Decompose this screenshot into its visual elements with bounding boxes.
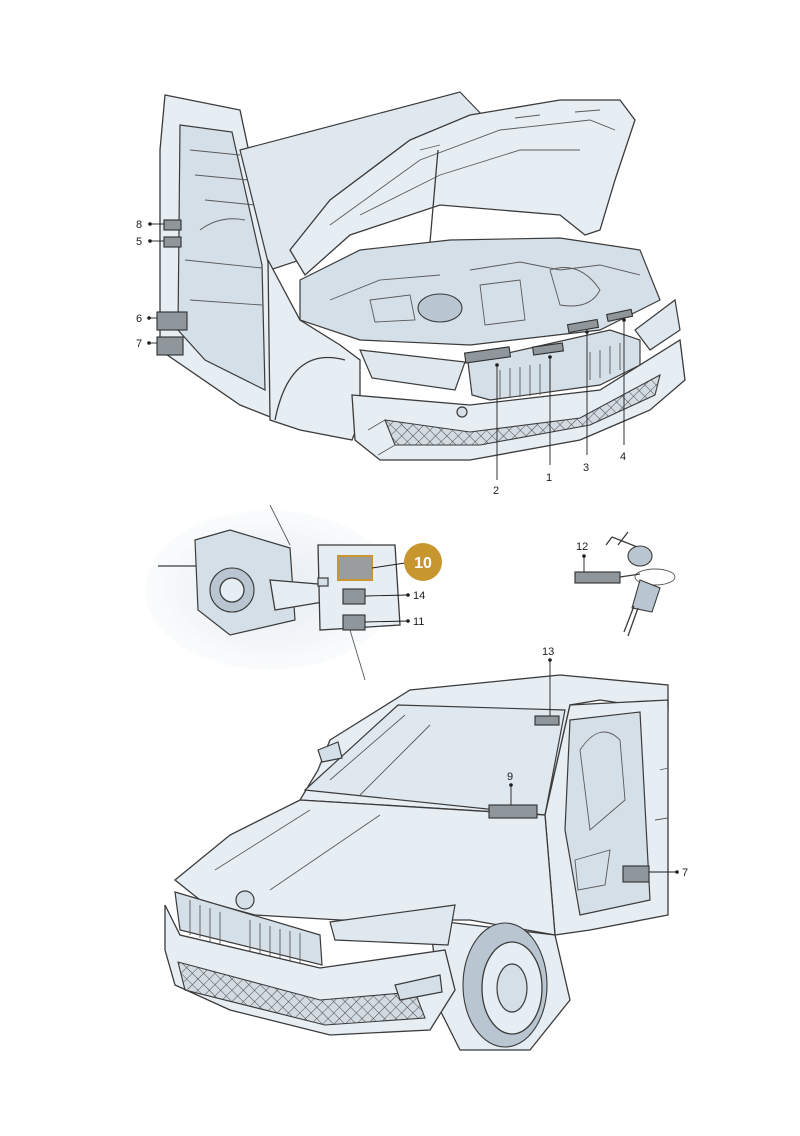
callout-7-body: 7 [682, 867, 688, 879]
fuel-flap-view: 10 14 11 [145, 504, 442, 681]
callout-10: 10 [414, 555, 432, 572]
label-4 [605, 308, 634, 323]
keys-view: 12 [574, 531, 676, 637]
label-9 [488, 804, 538, 819]
callout-7-door: 7 [136, 338, 142, 350]
callout-9: 9 [507, 771, 513, 783]
callout-11: 11 [413, 616, 424, 628]
label-7a [156, 336, 184, 356]
label-12 [574, 571, 621, 584]
callout-8: 8 [136, 219, 142, 231]
label-11 [342, 614, 366, 631]
label-8 [163, 219, 182, 231]
label-3 [566, 318, 600, 334]
callout-14: 14 [413, 590, 425, 602]
label-14 [342, 588, 366, 605]
label-13 [534, 715, 560, 726]
car-front-view: 13 9 7 [164, 646, 688, 1051]
callout-10-badge [404, 543, 442, 581]
callout-2: 2 [493, 485, 499, 497]
callout-6: 6 [136, 313, 142, 325]
label-2 [463, 346, 512, 364]
engine-bay-view: 2 1 3 4 8 5 6 7 [136, 91, 686, 497]
callout-12: 12 [576, 541, 588, 553]
callout-3: 3 [583, 462, 589, 474]
callout-4: 4 [620, 451, 626, 463]
label-7b [622, 865, 650, 883]
label-5 [163, 236, 182, 248]
callout-13: 13 [542, 646, 554, 658]
label-6 [156, 311, 188, 331]
callout-5: 5 [136, 236, 142, 248]
label-10 [337, 555, 373, 581]
label-1 [531, 342, 565, 356]
callout-1: 1 [546, 472, 552, 484]
